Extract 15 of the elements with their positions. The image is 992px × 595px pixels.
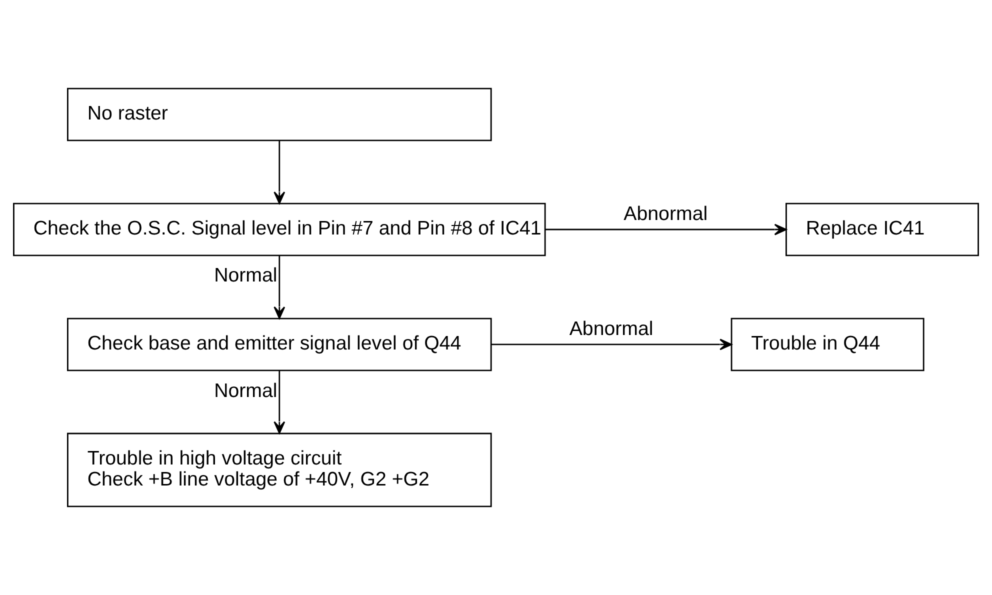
- node-box: No raster: [67, 88, 492, 142]
- edge-label: Abnormal: [569, 318, 654, 340]
- edge-label: Abnormal: [624, 202, 708, 225]
- arrow: [491, 338, 732, 350]
- arrow: [274, 140, 286, 204]
- node-box: Replace IC41: [786, 202, 979, 256]
- arrow: [274, 370, 286, 434]
- edge-label: Normal: [214, 380, 278, 402]
- node-box: Trouble in Q44: [730, 318, 924, 372]
- edge-label: Normal: [214, 264, 278, 286]
- node-box: Check base and emitter signal level of Q44: [67, 318, 492, 372]
- node-box: Check the O.S.C. Signal level in Pin #7 and Pin #8 of IC41: [13, 202, 546, 256]
- arrow: [274, 256, 286, 319]
- node-box: Trouble in high voltage circuit Check +B line voltage of +40V, G2 +G2: [67, 432, 492, 508]
- arrow: [545, 224, 787, 236]
